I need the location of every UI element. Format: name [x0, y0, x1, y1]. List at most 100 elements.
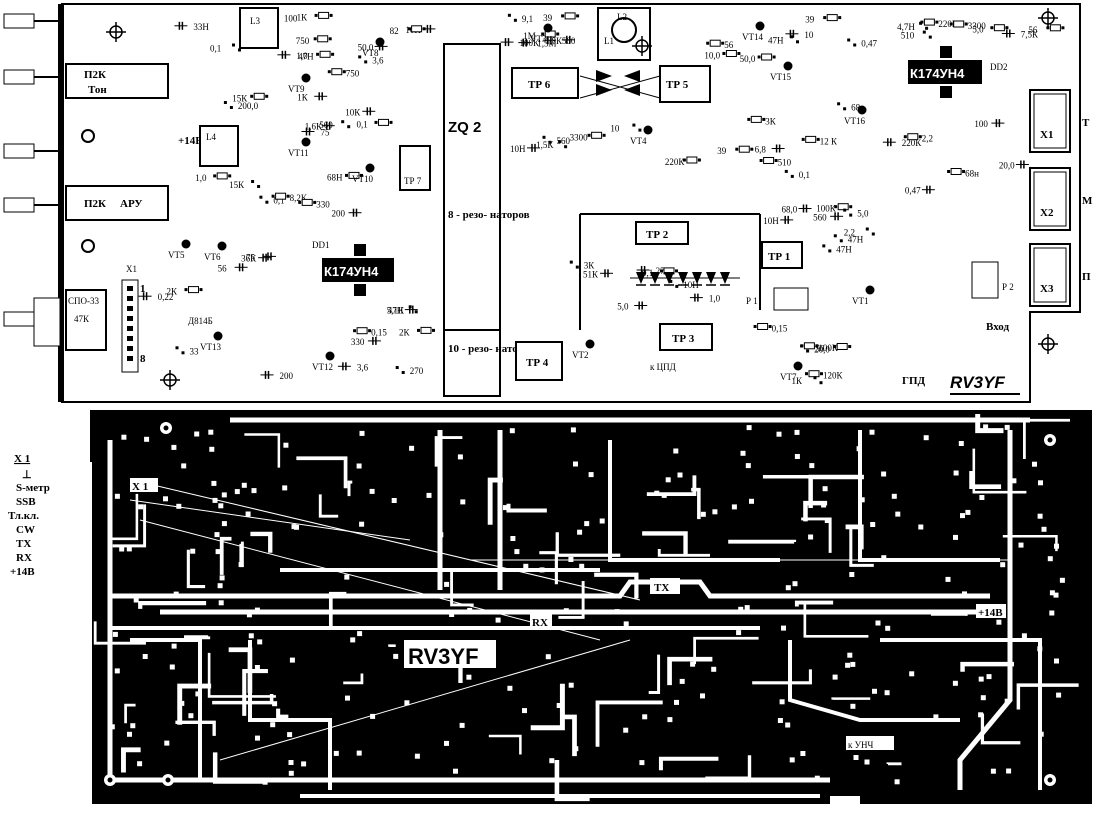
pcb-pad: [869, 429, 875, 435]
pcb-pad: [218, 503, 224, 509]
pcb-pad: [736, 630, 742, 636]
pcb-pad: [173, 591, 179, 597]
transistor-vt10: VT10: [352, 163, 375, 184]
transistor-label: VT5: [168, 250, 185, 260]
pad: [422, 27, 426, 31]
pcb-pad: [1037, 646, 1043, 652]
connector-x1-label: Х1: [126, 264, 137, 274]
pcb-pad: [112, 631, 118, 637]
pcb-pad: [690, 661, 696, 667]
pcb-pad: [523, 563, 529, 569]
pad: [669, 279, 673, 283]
pcb-trace: [595, 700, 663, 747]
component-value: 100: [974, 119, 988, 129]
pad: [675, 284, 679, 288]
pcb-pad: [960, 513, 965, 519]
pad: [925, 26, 929, 30]
pcb-pad: [980, 695, 986, 701]
zq2-title: ZQ 2: [448, 119, 481, 136]
connector-pin: [127, 356, 133, 361]
resistor-body: [923, 18, 935, 26]
component-value: 33Н: [193, 22, 209, 32]
mount-hole: [81, 239, 95, 253]
coil-l2-label: L2: [617, 12, 627, 22]
pcb-pad: [144, 436, 150, 442]
output-х1: Х1Т: [1029, 89, 1090, 153]
component-bodies: [138, 11, 1065, 385]
pad: [632, 123, 636, 127]
pad: [576, 14, 580, 18]
component-value: 750: [346, 69, 360, 79]
pad: [327, 70, 331, 74]
pcb-pad: [214, 532, 220, 538]
component-value: 1,6К: [305, 122, 323, 132]
pcb-pad: [588, 472, 594, 478]
resistor-body: [1049, 24, 1061, 32]
component-value: 220К: [902, 138, 923, 148]
component-value: 56: [1028, 25, 1038, 35]
chip-dd2: К174УН4 DD2: [908, 46, 1008, 98]
jumper-p2: [971, 261, 999, 299]
pcb-pad: [171, 643, 177, 649]
pcb-pad: [918, 524, 924, 530]
pad: [838, 16, 842, 20]
pcb-pad: [257, 639, 263, 645]
component-value: 10: [804, 30, 814, 40]
resistor-body: [761, 53, 773, 61]
pcb-pad: [234, 489, 240, 495]
pcb-pad: [288, 760, 294, 765]
component-value: 5,0: [857, 209, 869, 219]
pad: [675, 269, 678, 273]
pcb-pad: [176, 503, 182, 509]
component-value: 560: [557, 136, 571, 146]
pcb-pad: [965, 509, 971, 515]
pcb-pad: [952, 680, 958, 686]
pcb-pad: [789, 757, 795, 763]
pcb-pad: [894, 779, 900, 785]
output-х3: Х3П: [1029, 243, 1091, 307]
pad: [822, 244, 826, 248]
component-value: 82: [390, 26, 399, 36]
pcb-pad: [958, 441, 964, 446]
pcb-pad: [1056, 692, 1062, 698]
pcb-pad: [181, 463, 187, 469]
pcb-pad: [221, 492, 227, 498]
pcb-pad: [677, 472, 683, 478]
pad: [815, 344, 819, 348]
component-value: 330: [351, 337, 365, 347]
pcb-pad: [1041, 526, 1047, 532]
pcb-pad: [289, 657, 295, 663]
pcb-pad: [744, 605, 750, 611]
output-box-label: Х1: [1040, 129, 1053, 141]
pad: [556, 32, 560, 36]
pcb-pad: [444, 740, 449, 746]
component-value: 10: [610, 124, 620, 134]
pcb-trace: [207, 652, 276, 698]
component-value: 510: [901, 31, 915, 41]
resistor-body: [907, 133, 919, 141]
resistor-body: [836, 343, 848, 350]
pad: [561, 14, 565, 18]
diode-bank: [630, 272, 740, 286]
component-value: 2К: [399, 327, 411, 337]
component-value: 3300: [968, 21, 987, 31]
component-value: 68н: [965, 169, 979, 179]
pcb-trace: [554, 760, 590, 802]
pcb-pad: [849, 572, 855, 577]
front-panel-strip: [58, 4, 64, 402]
pad: [316, 52, 320, 56]
transistor-label: VT6: [204, 252, 221, 262]
pcb-pad: [444, 581, 450, 587]
pcb-trace: [752, 669, 812, 685]
pcb-pad: [391, 498, 397, 503]
pcb-pad: [130, 723, 136, 729]
component-value: 100К: [818, 343, 839, 353]
resistor-body: [356, 327, 368, 335]
pad: [747, 117, 751, 121]
bottom-tx-label: TX: [654, 582, 669, 594]
pad: [903, 135, 907, 139]
diode-ring: [579, 70, 661, 99]
pcb-pad: [467, 607, 473, 613]
transformer-tp5: ТР 5: [659, 65, 711, 103]
transformer-tp2: ТР 2: [635, 221, 689, 245]
